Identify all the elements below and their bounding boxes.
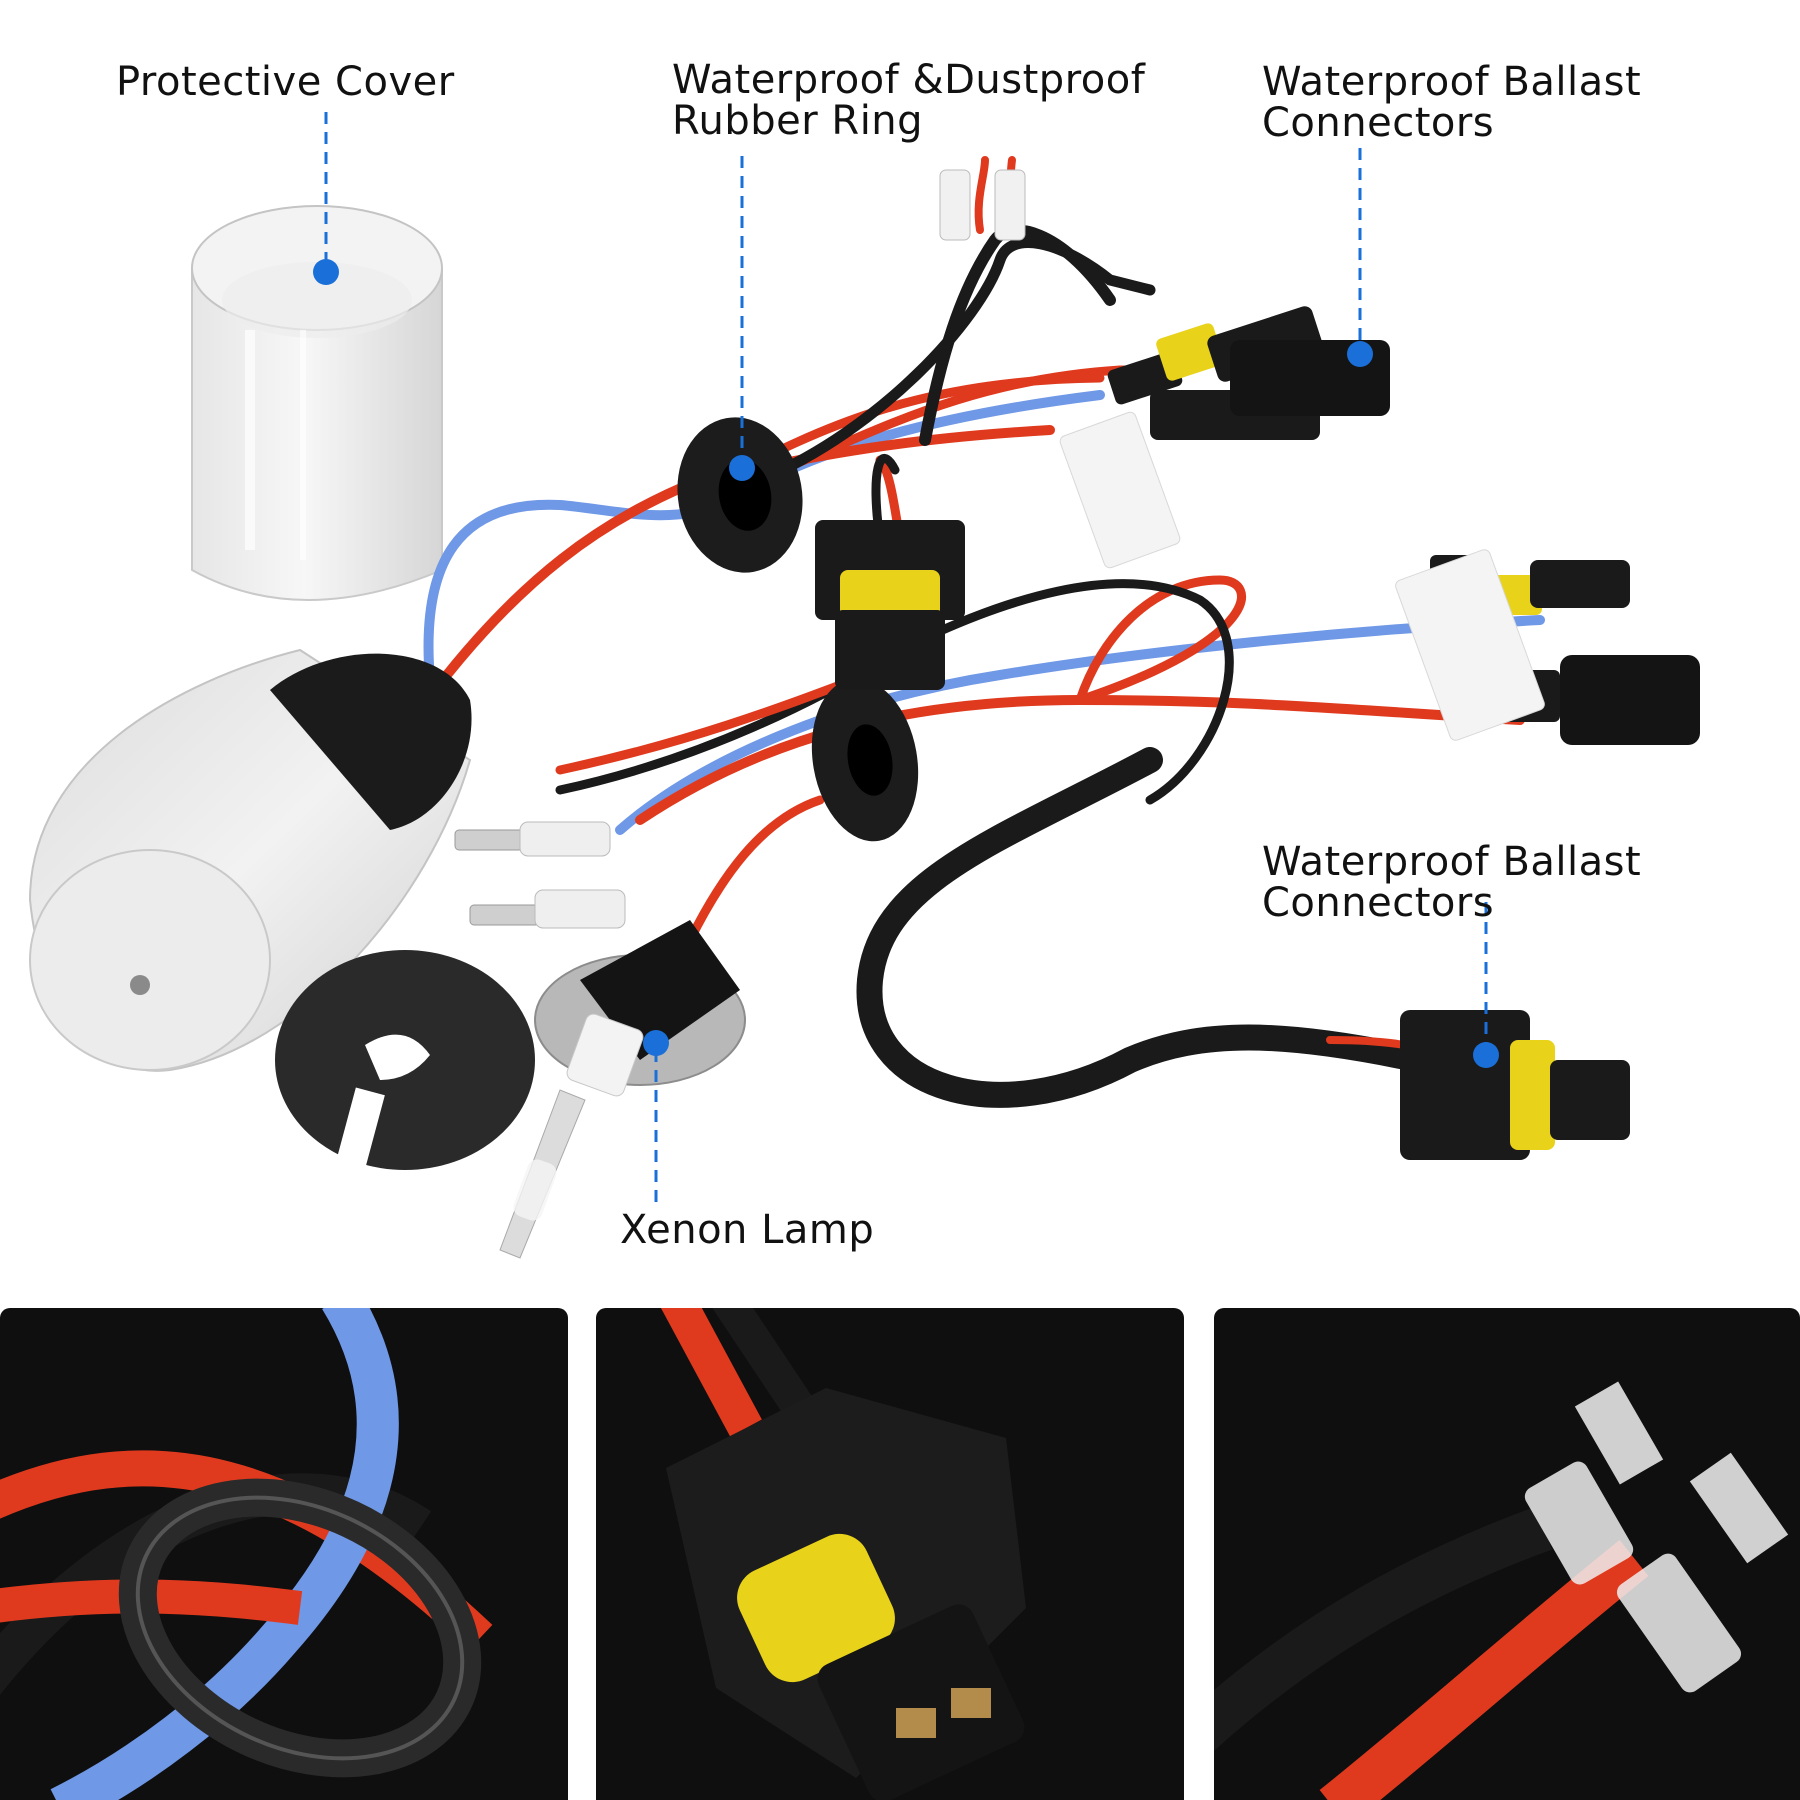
callout-dots [313,259,1499,1068]
ballast-housing [28,648,472,1072]
callout-protective-cover-line-1: Protective Cover [116,59,455,105]
product-illustration [28,112,1700,1259]
detail-panel-rubber-ring [0,1308,568,1800]
callout-ballast-connectors-bottom: Waterproof Ballast Connectors [1262,842,1641,924]
callout-protective-cover: Protective Cover [116,62,455,103]
callout-ballast-connectors-top: Waterproof Ballast Connectors [1262,62,1641,144]
callout-dot-ballast-bottom [1473,1042,1499,1068]
rubber-ring-upper [677,417,803,573]
rubber-ring-lower [811,678,919,842]
callout-rubber-ring-line-2: Rubber Ring [672,98,924,144]
detail-panel-spade-terminal [1214,1308,1800,1800]
callout-ballast-connectors-bottom-line-1: Waterproof Ballast [1262,839,1642,885]
lamp-plug-upper [815,520,965,690]
callout-rubber-ring-line-1: Waterproof &Dustproof [672,57,1146,103]
protective-cover [191,205,443,601]
wiring-harness [423,156,1545,1108]
callout-ballast-connectors-bottom-line-2: Connectors [1262,880,1495,926]
detail-connector-illustration [660,1308,1026,1800]
callout-dot-xenon-lamp [643,1030,669,1056]
ballast-connector-bottom [1400,1010,1630,1160]
detail-panel-connector [596,1308,1184,1800]
callout-pointers [324,112,1488,1202]
callout-ballast-connectors-top-line-2: Connectors [1262,100,1495,146]
callout-ballast-connectors-top-line-1: Waterproof Ballast [1262,59,1642,105]
callout-dot-ballast-top [1347,341,1373,367]
detail-spade-terminal-illustration [1214,1381,1789,1800]
spade-terminals-left [454,821,626,929]
xenon-lamp [499,920,746,1259]
foam-washer [275,950,535,1173]
callout-rubber-ring: Waterproof &Dustproof Rubber Ring [672,60,1145,142]
callout-xenon-lamp-line-1: Xenon Lamp [620,1207,875,1253]
ballast-connector-middle [1395,549,1700,745]
ballast-connector-top [1059,306,1390,569]
callout-dot-rubber-ring [729,455,755,481]
callout-xenon-lamp: Xenon Lamp [620,1210,874,1251]
spade-terminals-top [939,169,1026,241]
callout-dot-protective-cover [313,259,339,285]
detail-rubber-ring-illustration [0,1308,493,1800]
